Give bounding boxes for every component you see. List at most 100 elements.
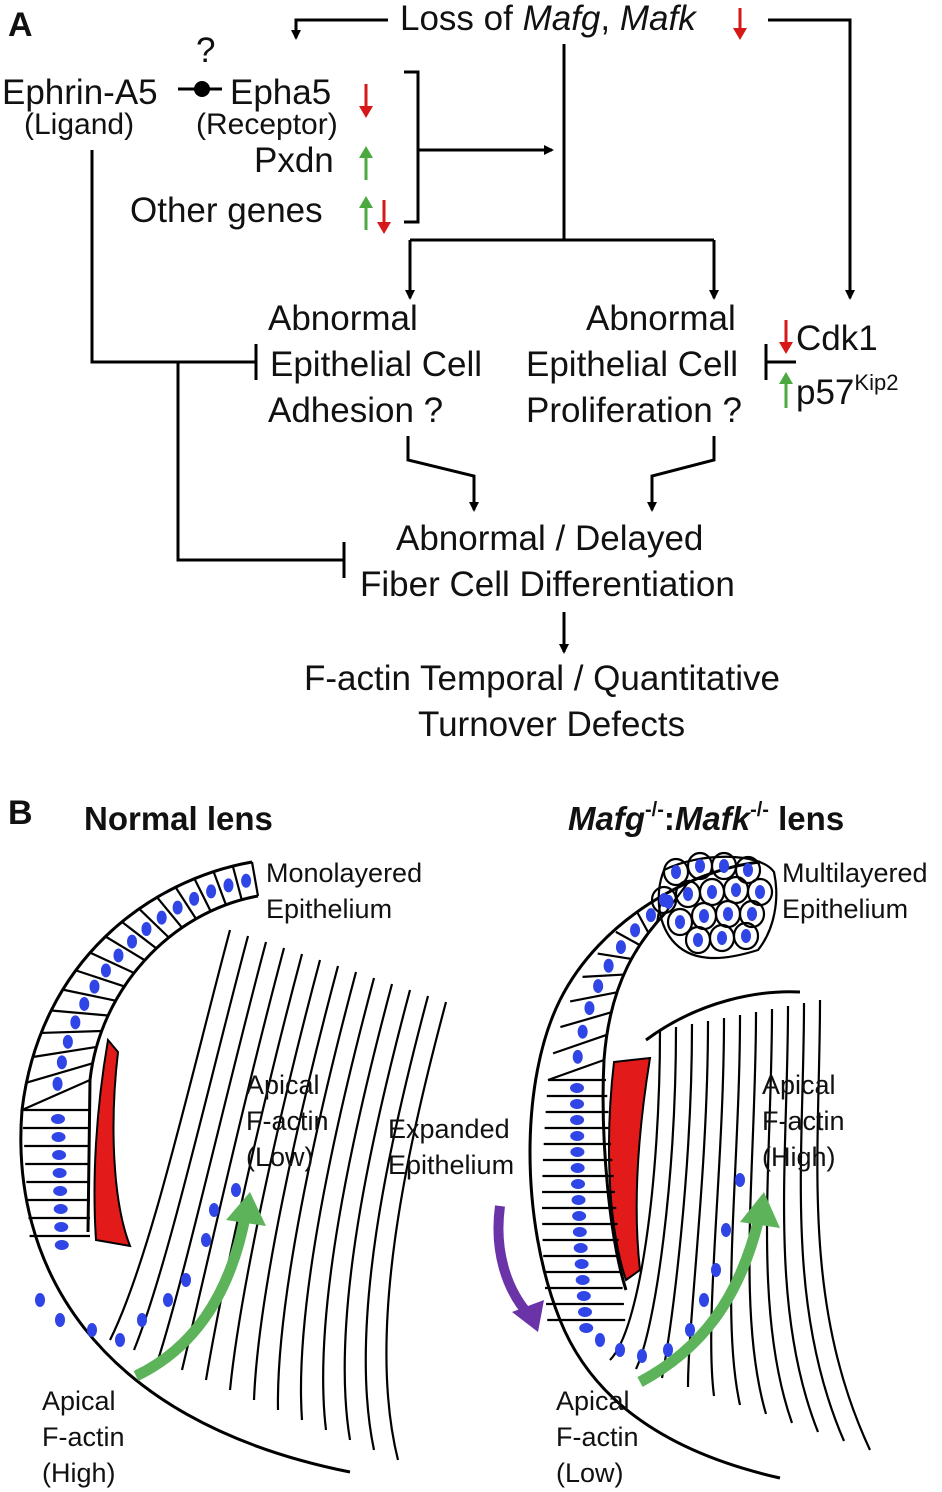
mutant-nucleus: [603, 958, 614, 973]
mutant-nucleus: [572, 1227, 587, 1237]
normal-epi-cell-wall: [21, 1078, 91, 1112]
normal-nucleus: [141, 922, 152, 937]
proliferation-to-fiber-arrow: [647, 436, 716, 512]
normal-apical-high-1: Apical: [42, 1386, 116, 1416]
ephrin-to-fiber-line: [176, 362, 344, 562]
mutant-nucleus: [570, 1147, 585, 1157]
mutant-cluster-cell: [666, 907, 694, 937]
normal-fiber-line: [343, 989, 412, 1441]
mutant-green-arrow: [637, 1212, 766, 1387]
normal-nucleus: [52, 1076, 63, 1091]
mutant-nucleus: [699, 1293, 709, 1307]
normal-fiber-cells: [109, 929, 448, 1461]
mutant-nucleus: [573, 1243, 588, 1253]
normal-epi-cell-wall: [156, 896, 183, 929]
normal-epi-label-2: Epithelium: [266, 894, 392, 924]
panel-b: B Normal lens Mafg-/-:Mafk-/- lens Monol…: [8, 794, 928, 1488]
panel-a: A Loss of Mafg, Mafk ? Ephrin-A5 (Ligand…: [2, 0, 898, 744]
mutant-nucleus: [717, 931, 727, 945]
normal-fiber-line: [364, 995, 430, 1451]
normal-nucleus: [181, 1273, 191, 1287]
normal-apical-low-1: Apical: [246, 1070, 320, 1100]
mutant-nucleus: [595, 1333, 605, 1347]
mutant-nucleus: [719, 859, 729, 873]
factin-line-2: Turnover Defects: [418, 705, 685, 744]
mutant-nucleus: [577, 1307, 592, 1317]
gene-bracket: [404, 70, 420, 224]
mutant-green-arrowhead: [740, 1192, 780, 1228]
panel-a-label: A: [8, 6, 33, 44]
cdk1-down-arrow: [779, 320, 793, 354]
mutant-nucleus: [747, 907, 757, 921]
mutant-fiber-top-edge: [645, 990, 801, 1042]
mutant-fiber-line: [799, 1002, 846, 1442]
expanded-label-1: Expanded: [388, 1114, 510, 1144]
normal-fiber-line: [299, 977, 376, 1421]
p57-label: p57Kip2: [796, 370, 898, 412]
normal-epi-cell-wall: [104, 935, 146, 962]
mutant-fiber-line: [782, 1005, 820, 1433]
normal-nucleus: [35, 1293, 45, 1307]
mutant-nucleus: [637, 1349, 647, 1363]
mutant-nucleus: [755, 885, 765, 899]
normal-epi-cell-wall: [121, 921, 158, 950]
normal-fiber-line: [228, 959, 322, 1391]
pxdn-up-arrow: [359, 146, 373, 180]
factin-line-1: F-actin Temporal / Quantitative: [304, 659, 780, 698]
normal-epi-label-1: Monolayered: [266, 858, 422, 888]
mutant-nucleus: [683, 887, 693, 901]
normal-red-region: [93, 1037, 132, 1248]
normal-epi-cell-wall: [62, 988, 116, 1002]
normal-epi-inner-edge: [88, 894, 259, 1081]
normal-nucleus: [206, 884, 217, 899]
normal-epi-cell-wall: [32, 1045, 97, 1059]
normal-nucleus: [53, 1186, 68, 1196]
mutant-apical-low-1: Apical: [556, 1386, 630, 1416]
mutant-epi-cell-wall: [560, 1011, 612, 1029]
mutant-epi-label-1: Multilayered: [782, 858, 928, 888]
mutant-nucleus: [575, 1275, 590, 1285]
ephrin-a5-label: Ephrin-A5: [2, 73, 158, 112]
mutant-nucleus: [707, 885, 717, 899]
mutant-nucleus: [584, 1001, 595, 1016]
mutant-nucleus: [735, 1173, 745, 1187]
normal-epi-cell-wall: [174, 886, 197, 920]
normal-epi-inner-lower: [86, 1079, 92, 1233]
mutant-epi-cell-wall: [597, 952, 632, 960]
mutant-fiber-line: [635, 1026, 678, 1370]
mutant-nucleus: [711, 1263, 721, 1277]
proliferation-line-2: Epithelial Cell: [526, 345, 738, 384]
mutant-cluster-cell: [738, 899, 766, 929]
mutant-nucleus: [695, 859, 705, 873]
mutant-apical-low-2: F-actin: [556, 1422, 639, 1452]
mutant-nucleus: [675, 915, 685, 929]
mutant-apical-high-2: F-actin: [762, 1106, 845, 1136]
normal-epi-cell-wall: [212, 871, 227, 906]
normal-nucleus: [163, 1293, 173, 1307]
normal-nucleus: [70, 1015, 81, 1030]
mutant-nucleus: [645, 908, 656, 923]
mutant-fiber-line: [730, 1014, 742, 1406]
normal-fiber-line: [132, 935, 250, 1351]
normal-epi-cell-wall: [41, 1029, 102, 1035]
adhesion-line-1: Abnormal: [268, 299, 418, 338]
adhesion-line-3: Adhesion ?: [268, 391, 443, 430]
normal-nucleus: [231, 1183, 241, 1197]
mutant-nucleus: [570, 1083, 584, 1093]
normal-fiber-line: [276, 971, 358, 1411]
normal-nucleus: [54, 1240, 69, 1250]
interaction-question: ?: [196, 31, 215, 70]
normal-green-arrow: [133, 1211, 252, 1381]
normal-nucleus: [241, 873, 252, 888]
normal-fiber-line: [109, 929, 232, 1341]
normal-apical-low-3: (Low): [246, 1142, 314, 1172]
mutant-nucleus: [571, 1179, 586, 1189]
mutant-nucleus: [570, 1099, 585, 1109]
mutant-nucleus: [671, 865, 681, 879]
mutant-nucleus: [571, 1195, 586, 1205]
normal-nucleus: [201, 1233, 211, 1247]
mutant-nucleus: [579, 1323, 594, 1333]
mutant-cluster-outline: [657, 855, 778, 960]
normal-epithelial-cells: [21, 861, 260, 1238]
mutant-nucleus: [721, 1223, 731, 1237]
